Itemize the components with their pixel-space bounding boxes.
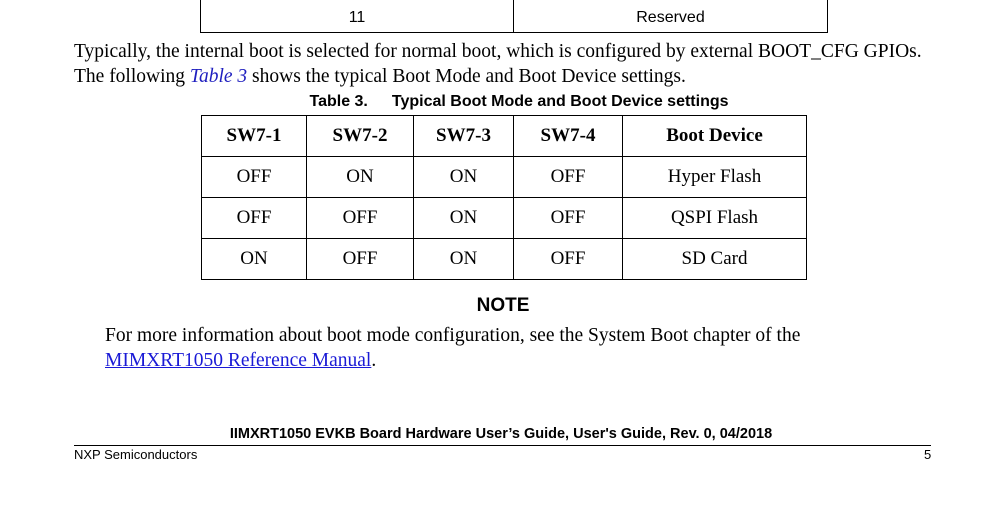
- footer-divider: [74, 445, 931, 446]
- paragraph-text: Typically, the internal boot is selected…: [74, 41, 922, 87]
- column-header-sw7-3: SW7-3: [413, 115, 514, 157]
- note-heading: NOTE: [476, 295, 530, 316]
- table-caption: Table 3. Typical Boot Mode and Boot Devic…: [0, 93, 998, 111]
- table-row: OFF OFF ON OFF QSPI Flash: [201, 197, 807, 239]
- table-3-cross-reference-link[interactable]: Table 3: [189, 66, 248, 87]
- table-cell: OFF: [513, 156, 623, 198]
- table-cell: OFF: [201, 156, 307, 198]
- column-header-boot-device: Boot Device: [622, 115, 807, 157]
- table-cell: Hyper Flash: [622, 156, 807, 198]
- reference-manual-link[interactable]: MIMXRT1050 Reference Manual: [105, 350, 372, 371]
- column-header-sw7-1: SW7-1: [201, 115, 307, 157]
- body-paragraph: Typically, the internal boot is selected…: [74, 39, 934, 89]
- table-cell: ON: [413, 238, 514, 280]
- footer-company: NXP Semiconductors: [74, 447, 198, 462]
- table-cell: Reserved: [513, 0, 828, 33]
- table-cell: OFF: [306, 197, 414, 239]
- table-cell: ON: [201, 238, 307, 280]
- footer-document-title: IIMXRT1050 EVKB Board Hardware User’s Gu…: [229, 426, 773, 442]
- table-cell: 11: [200, 0, 514, 33]
- boot-mode-table: SW7-1 SW7-2 SW7-3 SW7-4 Boot Device OFF …: [201, 115, 807, 280]
- note-text: .: [371, 350, 377, 371]
- table-header-row: SW7-1 SW7-2 SW7-3 SW7-4 Boot Device: [201, 115, 807, 157]
- note-text: For more information about boot mode con…: [105, 325, 801, 346]
- paragraph-text: shows the typical Boot Mode and Boot Dev…: [247, 66, 686, 87]
- table-row: 11 Reserved: [200, 0, 828, 33]
- table-cell: OFF: [513, 197, 623, 239]
- table-cell: OFF: [201, 197, 307, 239]
- table-cell: OFF: [513, 238, 623, 280]
- table-cell: ON: [306, 156, 414, 198]
- footer-page-number: 5: [924, 447, 932, 462]
- column-header-sw7-4: SW7-4: [513, 115, 623, 157]
- table-cell: QSPI Flash: [622, 197, 807, 239]
- table-row: ON OFF ON OFF SD Card: [201, 238, 807, 280]
- table-cell: ON: [413, 197, 514, 239]
- note-body: For more information about boot mode con…: [105, 323, 905, 373]
- previous-table-fragment: 11 Reserved: [200, 0, 828, 33]
- table-caption-number: Table 3.: [309, 93, 368, 110]
- table-cell: ON: [413, 156, 514, 198]
- table-cell: OFF: [306, 238, 414, 280]
- column-header-sw7-2: SW7-2: [306, 115, 414, 157]
- table-row: OFF ON ON OFF Hyper Flash: [201, 156, 807, 198]
- table-cell: SD Card: [622, 238, 807, 280]
- table-caption-title: Typical Boot Mode and Boot Device settin…: [391, 93, 729, 110]
